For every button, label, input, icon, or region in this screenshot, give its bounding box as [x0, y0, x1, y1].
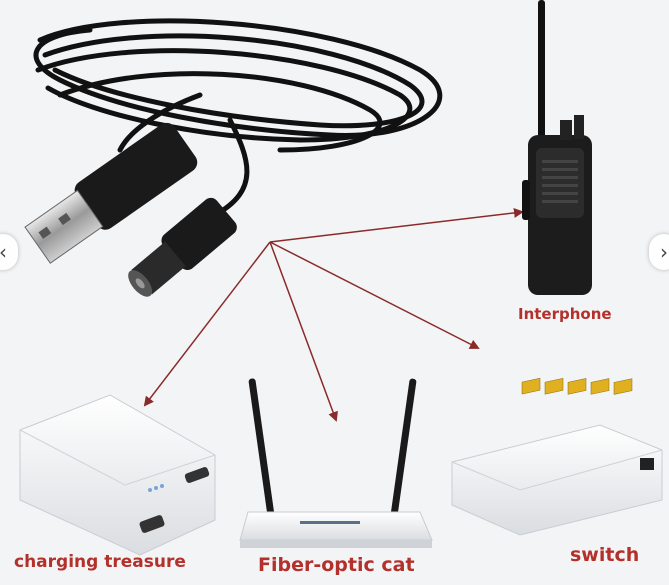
charging-treasure-label: charging treasure [14, 552, 186, 572]
usb-cable [33, 18, 443, 218]
fiber-optic-cat-label: Fiber-optic cat [258, 554, 415, 576]
switch-label: switch [570, 544, 640, 566]
switch-device [451, 377, 663, 536]
prev-image-button[interactable]: ‹ [0, 234, 18, 270]
router-device [239, 378, 433, 548]
next-image-button[interactable]: › [649, 234, 669, 270]
dc-barrel-plug [128, 197, 237, 297]
interphone-label: Interphone [518, 305, 612, 323]
chevron-left-icon: ‹ [0, 240, 7, 264]
interphone-device [522, 0, 592, 295]
pointer-arrows [143, 207, 524, 422]
chevron-right-icon: › [660, 240, 668, 264]
usb-a-plug [24, 122, 198, 264]
power-bank-device [19, 394, 216, 556]
